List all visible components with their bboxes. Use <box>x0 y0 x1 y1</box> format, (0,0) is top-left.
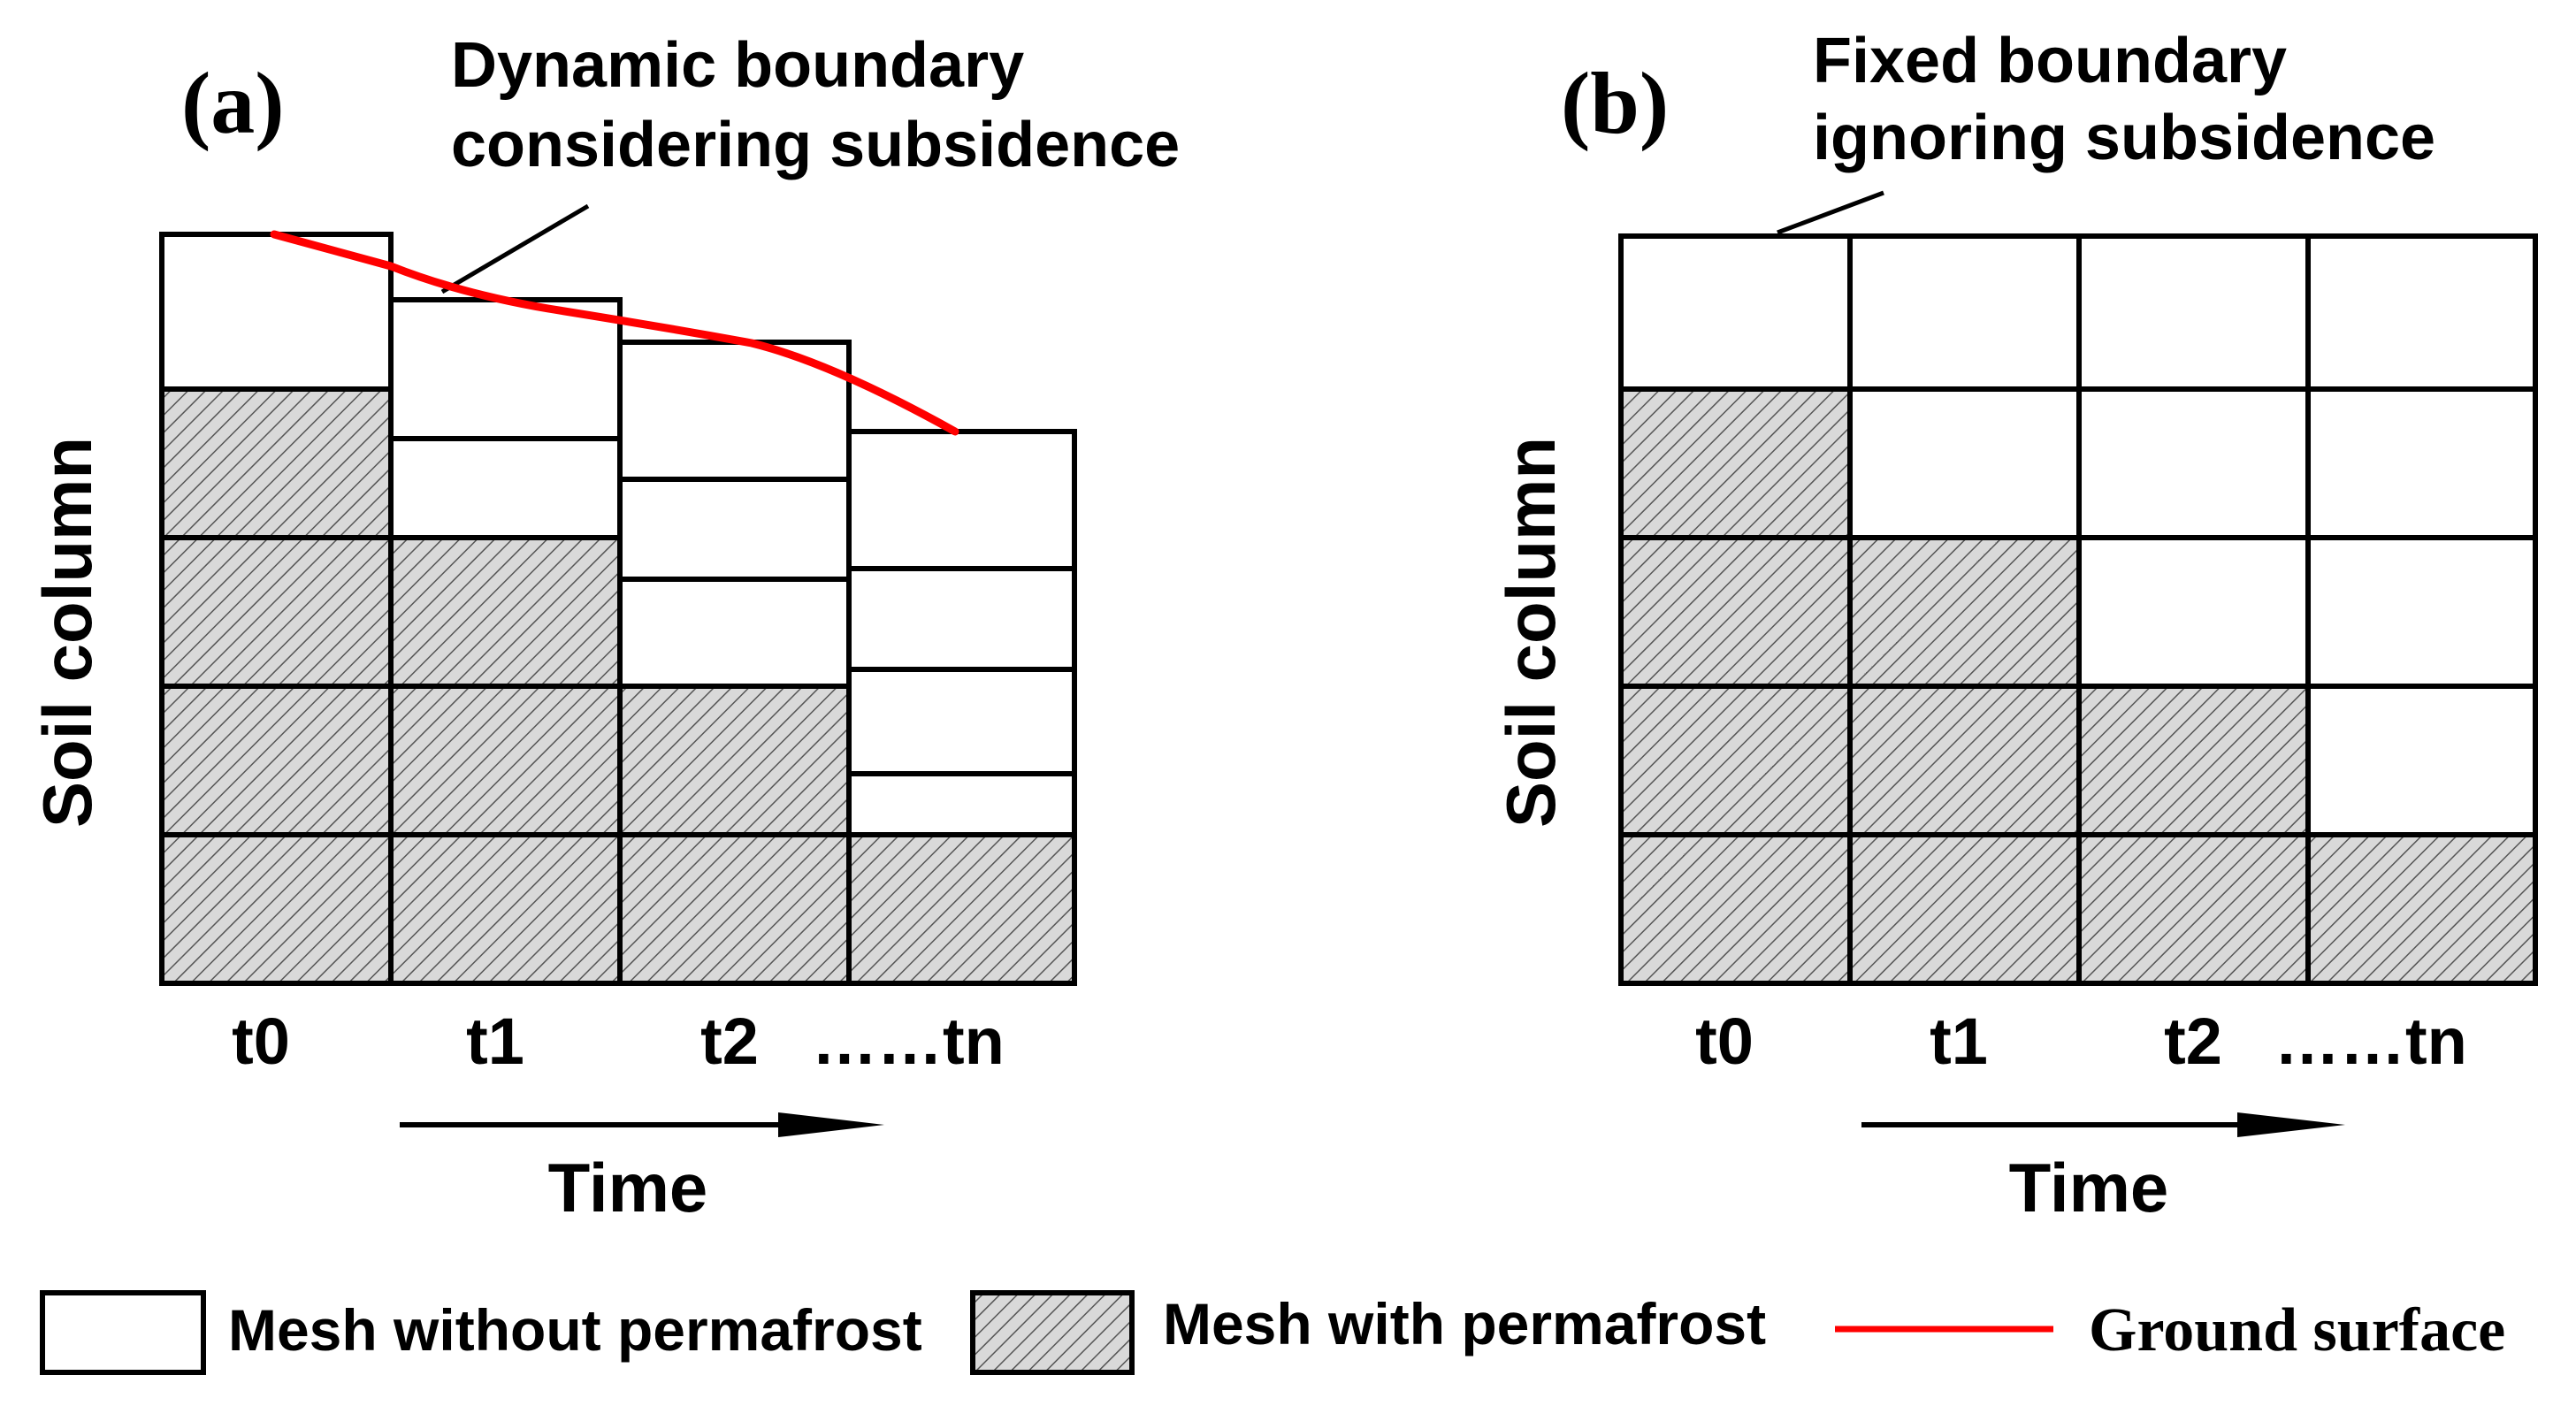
mesh-cell-with-permafrost <box>2076 832 2311 986</box>
mesh-cell-with-permafrost <box>159 684 394 837</box>
mesh-cell-without-permafrost <box>846 667 1077 776</box>
mesh-cell-with-permafrost <box>2076 684 2311 837</box>
legend-label-ground-surface: Ground surface <box>2089 1296 2505 1364</box>
mesh-cell-with-permafrost <box>2305 832 2538 986</box>
panel-a-time-label-t2: t2 <box>700 1005 759 1078</box>
legend-label-without-permafrost: Mesh without permafrost <box>228 1297 922 1363</box>
legend-swatch-without-permafrost <box>40 1290 206 1375</box>
mesh-cell-without-permafrost <box>388 297 623 441</box>
mesh-cell-without-permafrost <box>2076 535 2311 689</box>
mesh-cell-without-permafrost <box>1618 233 1853 392</box>
panel-a-label: (a) <box>181 54 285 152</box>
mesh-cell-with-permafrost <box>388 832 623 986</box>
mesh-cell-with-permafrost <box>1618 832 1853 986</box>
mesh-cell-without-permafrost <box>388 436 623 540</box>
panel-a-time-arrow <box>400 1112 884 1137</box>
panel-b-label: (b) <box>1561 54 1669 152</box>
mesh-cell-with-permafrost <box>846 832 1077 986</box>
mesh-cell-without-permafrost <box>846 429 1077 571</box>
mesh-cell-with-permafrost <box>617 832 852 986</box>
panel-a-column-t2 <box>617 340 852 986</box>
mesh-cell-without-permafrost <box>2076 233 2311 392</box>
mesh-cell-with-permafrost <box>159 535 394 689</box>
mesh-cell-without-permafrost <box>846 771 1077 837</box>
panel-a-annotation-leader <box>440 203 590 294</box>
mesh-cell-without-permafrost <box>1847 386 2082 540</box>
panel-b-annotation-leader <box>1777 190 1884 235</box>
legend: Mesh without permafrost Mesh with permaf… <box>40 1290 2505 1375</box>
panel-a-time-label-tn: ……tn <box>812 1005 1005 1078</box>
mesh-cell-without-permafrost <box>2305 386 2538 540</box>
mesh-cell-without-permafrost <box>617 477 852 582</box>
panel-b-time-arrow <box>1861 1112 2345 1137</box>
mesh-cell-with-permafrost <box>1618 535 1853 689</box>
panel-a-time-label-t1: t1 <box>466 1005 524 1078</box>
panel-b-column-t1 <box>1847 233 2082 986</box>
mesh-cell-with-permafrost <box>388 535 623 689</box>
panel-a-column-t1 <box>388 297 623 986</box>
legend-swatch-with-permafrost <box>970 1290 1135 1375</box>
panel-b-column-t0 <box>1618 233 1853 986</box>
panel-a-annotation-line1: Dynamic boundary <box>451 30 1024 101</box>
mesh-cell-without-permafrost <box>159 232 394 392</box>
mesh-cell-without-permafrost <box>846 566 1077 672</box>
panel-a-x-axis-label: Time <box>548 1149 708 1226</box>
panel-b-annotation-line1: Fixed boundary <box>1813 26 2287 96</box>
panel-a-annotation-line2: considering subsidence <box>451 110 1180 180</box>
panel-a-y-axis-label: Soil column <box>28 437 106 828</box>
panel-a-column-t0 <box>159 232 394 986</box>
panel-b-time-label-tn: ……tn <box>2274 1005 2467 1078</box>
mesh-cell-without-permafrost <box>2305 684 2538 837</box>
mesh-cell-with-permafrost <box>1847 832 2082 986</box>
panel-b-annotation-line2: ignoring subsidence <box>1813 103 2435 173</box>
mesh-cell-with-permafrost <box>159 386 394 540</box>
panel-a: (a) Dynamic boundary considering subside… <box>28 30 1180 1226</box>
panel-b-time-label-t0: t0 <box>1695 1005 1754 1078</box>
panel-b-time-label-t1: t1 <box>1930 1005 1988 1078</box>
mesh-cell-without-permafrost <box>1847 233 2082 392</box>
mesh-cell-with-permafrost <box>1847 535 2082 689</box>
panel-b-column-t2 <box>2076 233 2311 986</box>
ground-surface-line <box>270 230 959 436</box>
mesh-cell-without-permafrost <box>2076 386 2311 540</box>
legend-label-with-permafrost: Mesh with permafrost <box>1163 1291 1766 1356</box>
panel-b-y-axis-label: Soil column <box>1492 437 1570 828</box>
panel-a-column-tn <box>846 429 1077 986</box>
mesh-cell-without-permafrost <box>2305 535 2538 689</box>
mesh-cell-with-permafrost <box>617 684 852 837</box>
mesh-cell-without-permafrost <box>2305 233 2538 392</box>
panel-b-column-tn <box>2305 233 2538 986</box>
panel-a-time-label-t0: t0 <box>232 1005 290 1078</box>
panel-b-time-label-t2: t2 <box>2164 1005 2222 1078</box>
mesh-cell-with-permafrost <box>1847 684 2082 837</box>
mesh-cell-with-permafrost <box>159 832 394 986</box>
mesh-cell-with-permafrost <box>1618 684 1853 837</box>
mesh-cell-with-permafrost <box>1618 386 1853 540</box>
mesh-cell-with-permafrost <box>388 684 623 837</box>
panel-b-x-axis-label: Time <box>2009 1149 2169 1226</box>
panel-b: (b) Fixed boundary ignoring subsidence S… <box>1492 26 2538 1226</box>
mesh-cell-without-permafrost <box>617 577 852 689</box>
